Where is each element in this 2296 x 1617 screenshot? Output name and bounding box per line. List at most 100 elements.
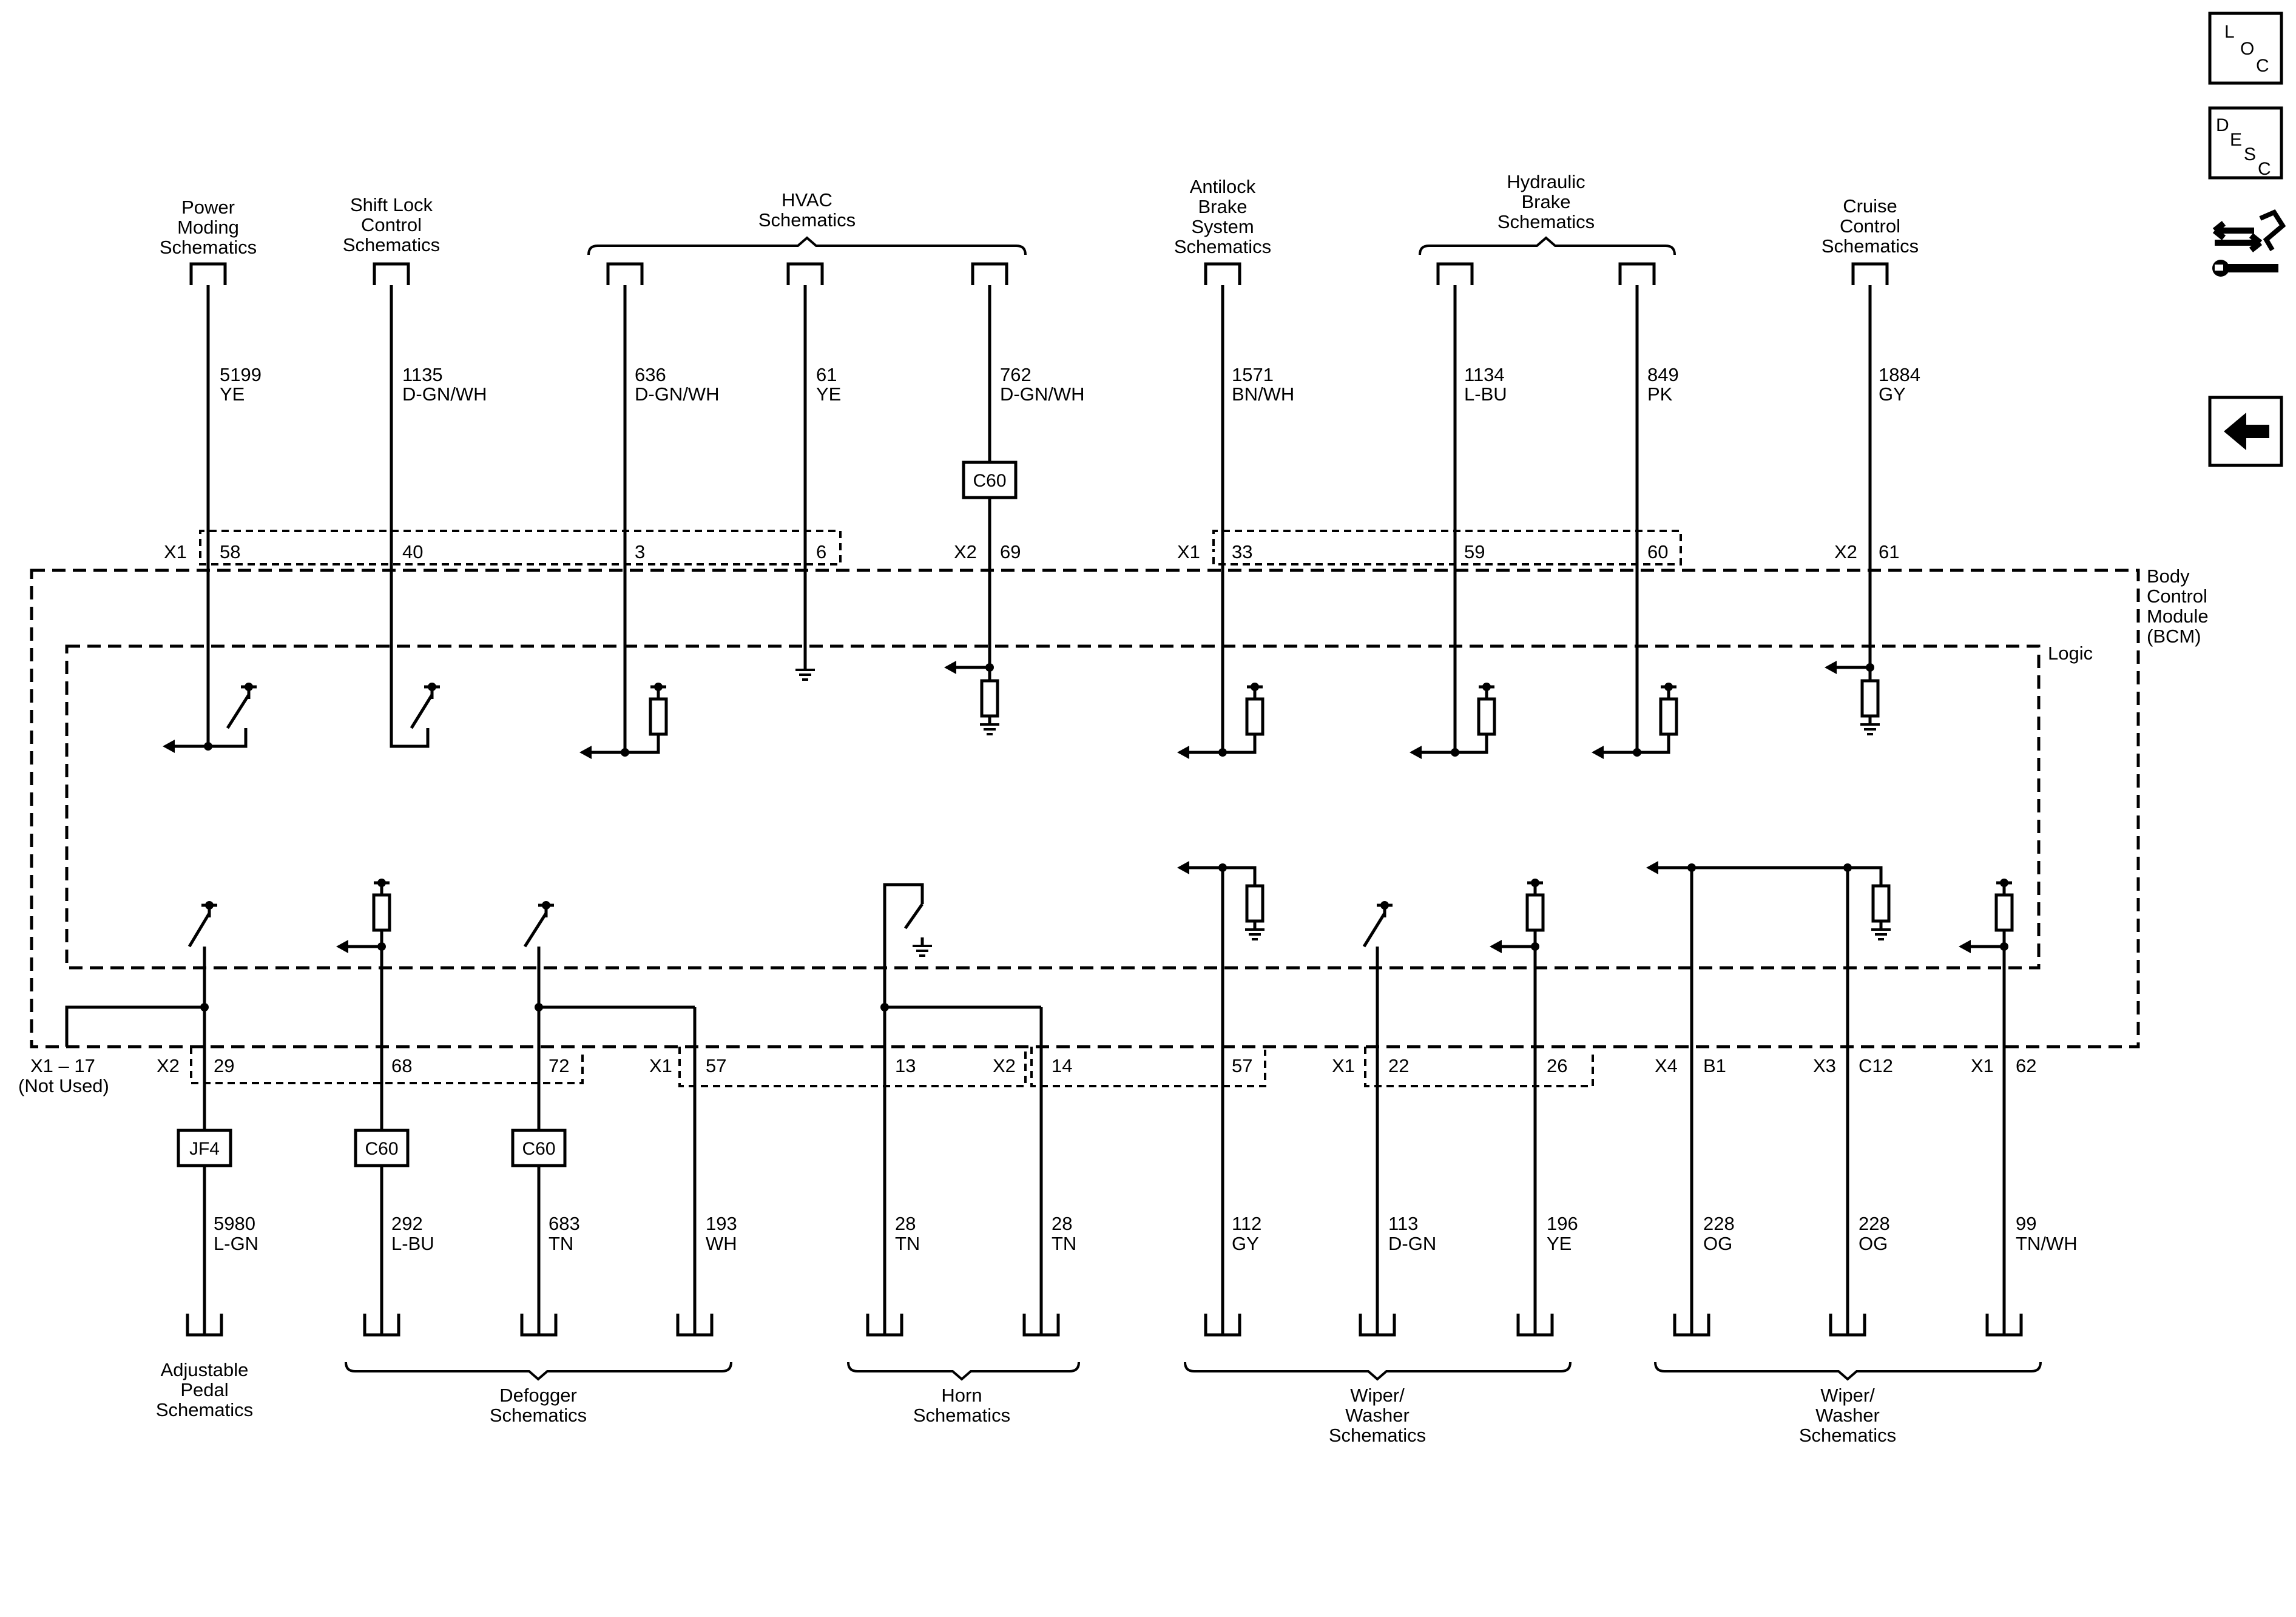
b2-switch-top-dot bbox=[542, 901, 550, 910]
desc-icon[interactable]: D E S C bbox=[2208, 106, 2283, 180]
b8-resistor bbox=[1525, 893, 1545, 932]
svg-text:Schematics: Schematics bbox=[160, 237, 257, 258]
svg-text:1134: 1134 bbox=[1464, 364, 1505, 385]
svg-text:D-GN: D-GN bbox=[1388, 1233, 1436, 1254]
b8-arrow-head bbox=[1490, 940, 1502, 953]
hyd849-resistor bbox=[1659, 697, 1678, 736]
hyd849-lead bbox=[1637, 734, 1670, 754]
svg-text:Moding: Moding bbox=[177, 217, 239, 238]
b9-b10-join bbox=[1692, 866, 1883, 886]
connector-x1-top-a bbox=[199, 530, 842, 565]
svg-text:X1: X1 bbox=[164, 541, 187, 562]
connector-x2-bottom-c bbox=[1030, 1047, 1266, 1087]
svg-text:683: 683 bbox=[549, 1213, 580, 1234]
svg-text:58: 58 bbox=[220, 541, 240, 562]
svg-text:System: System bbox=[1191, 216, 1254, 237]
b1-resistor bbox=[372, 893, 391, 932]
hyd1134-arrow-head bbox=[1410, 746, 1422, 759]
brace-horn bbox=[847, 1362, 1080, 1381]
svg-text:292: 292 bbox=[391, 1213, 423, 1234]
svg-text:L-BU: L-BU bbox=[391, 1233, 434, 1254]
b2-switch-blade bbox=[523, 912, 548, 948]
back-arrow-icon[interactable]: back bbox=[2208, 396, 2283, 480]
svg-text:X4: X4 bbox=[1655, 1055, 1678, 1076]
svg-text:X2: X2 bbox=[157, 1055, 180, 1076]
horn-switch-blade bbox=[903, 903, 924, 930]
connector-x1-top-b bbox=[1212, 530, 1682, 565]
svg-text:Horn: Horn bbox=[941, 1385, 982, 1406]
connector-x2-bottom-a bbox=[190, 1047, 584, 1084]
svg-text:Control: Control bbox=[1840, 215, 1900, 237]
svg-text:Brake: Brake bbox=[1522, 191, 1571, 212]
hvac762-arrow-head bbox=[944, 661, 956, 674]
b7-switch-top-dot bbox=[1380, 901, 1389, 910]
svg-text:193: 193 bbox=[706, 1213, 737, 1234]
abs-lead bbox=[1223, 734, 1257, 754]
b10-node bbox=[1843, 863, 1852, 872]
svg-text:Control: Control bbox=[361, 214, 422, 235]
svg-text:YE: YE bbox=[1547, 1233, 1572, 1254]
abs-top-dot bbox=[1251, 683, 1259, 691]
top-terminal-7 bbox=[1618, 262, 1656, 285]
group-label-cruise: Cruise Control Schematics bbox=[1822, 195, 1919, 257]
svg-text:L-BU: L-BU bbox=[1464, 383, 1507, 405]
b11-arrow-head bbox=[1959, 940, 1971, 953]
svg-text:TN: TN bbox=[895, 1233, 920, 1254]
svg-text:228: 228 bbox=[1859, 1213, 1890, 1234]
brace-wiper-washer-2 bbox=[1654, 1362, 2042, 1381]
group-label-hvac: HVAC Schematics bbox=[758, 189, 856, 231]
top-terminal-8 bbox=[1851, 262, 1889, 285]
top-terminal-5 bbox=[1204, 262, 1241, 285]
svg-text:X2: X2 bbox=[993, 1055, 1016, 1076]
svg-text:99: 99 bbox=[2016, 1213, 2036, 1234]
not-used-pin: X1 – 17 (Not Used) bbox=[18, 1055, 109, 1096]
connector-wrench-icon[interactable] bbox=[2212, 209, 2286, 277]
hvac636-arrow-head bbox=[579, 746, 592, 759]
svg-text:849: 849 bbox=[1647, 364, 1679, 385]
svg-text:HVAC: HVAC bbox=[782, 189, 832, 211]
svg-text:WH: WH bbox=[706, 1233, 737, 1254]
svg-text:29: 29 bbox=[214, 1055, 234, 1076]
brace-hydraulic bbox=[1419, 236, 1676, 255]
b0-switch-top-dot bbox=[205, 901, 214, 910]
group-label-adjustable-pedal: Adjustable Pedal Schematics bbox=[156, 1359, 253, 1420]
svg-text:PK: PK bbox=[1647, 383, 1673, 405]
b11-top-dot bbox=[2000, 879, 2008, 887]
svg-text:5199: 5199 bbox=[220, 364, 262, 385]
svg-text:Schematics: Schematics bbox=[156, 1399, 253, 1420]
connector-x1-bottom-d bbox=[1364, 1047, 1594, 1087]
logic-label: Logic bbox=[2048, 643, 2093, 664]
svg-text:228: 228 bbox=[1703, 1213, 1735, 1234]
svg-text:Washer: Washer bbox=[1345, 1405, 1410, 1426]
svg-text:C: C bbox=[2256, 56, 2269, 76]
svg-text:62: 62 bbox=[2016, 1055, 2036, 1076]
svg-text:60: 60 bbox=[1647, 541, 1668, 562]
brace-hvac bbox=[587, 236, 1027, 255]
svg-text:C12: C12 bbox=[1859, 1055, 1893, 1076]
svg-text:3: 3 bbox=[635, 541, 645, 562]
top-terminal-2 bbox=[606, 262, 644, 285]
svg-text:6: 6 bbox=[816, 541, 826, 562]
svg-text:YE: YE bbox=[816, 383, 841, 405]
svg-text:Brake: Brake bbox=[1198, 196, 1248, 217]
svg-text:OG: OG bbox=[1859, 1233, 1888, 1254]
loc-icon[interactable]: L O C bbox=[2208, 12, 2283, 85]
svg-text:57: 57 bbox=[1232, 1055, 1252, 1076]
svg-text:GY: GY bbox=[1232, 1233, 1259, 1254]
svg-text:113: 113 bbox=[1388, 1213, 1418, 1234]
pm-switch-lead bbox=[208, 728, 248, 748]
svg-text:28: 28 bbox=[1052, 1213, 1072, 1234]
logic-boundary bbox=[65, 644, 2041, 970]
hvac636-lead bbox=[625, 734, 660, 754]
svg-text:112: 112 bbox=[1232, 1213, 1261, 1234]
svg-text:X1: X1 bbox=[1332, 1055, 1355, 1076]
bcm-boundary bbox=[30, 569, 2140, 1048]
hyd849-top-dot bbox=[1664, 683, 1673, 691]
svg-text:26: 26 bbox=[1547, 1055, 1567, 1076]
sl-switch-blade bbox=[410, 694, 434, 729]
b7-switch-blade bbox=[1362, 912, 1386, 948]
connector-x1-bottom-b bbox=[678, 1047, 1027, 1087]
b1-top-dot bbox=[377, 879, 386, 887]
b11-resistor bbox=[1994, 893, 2014, 932]
